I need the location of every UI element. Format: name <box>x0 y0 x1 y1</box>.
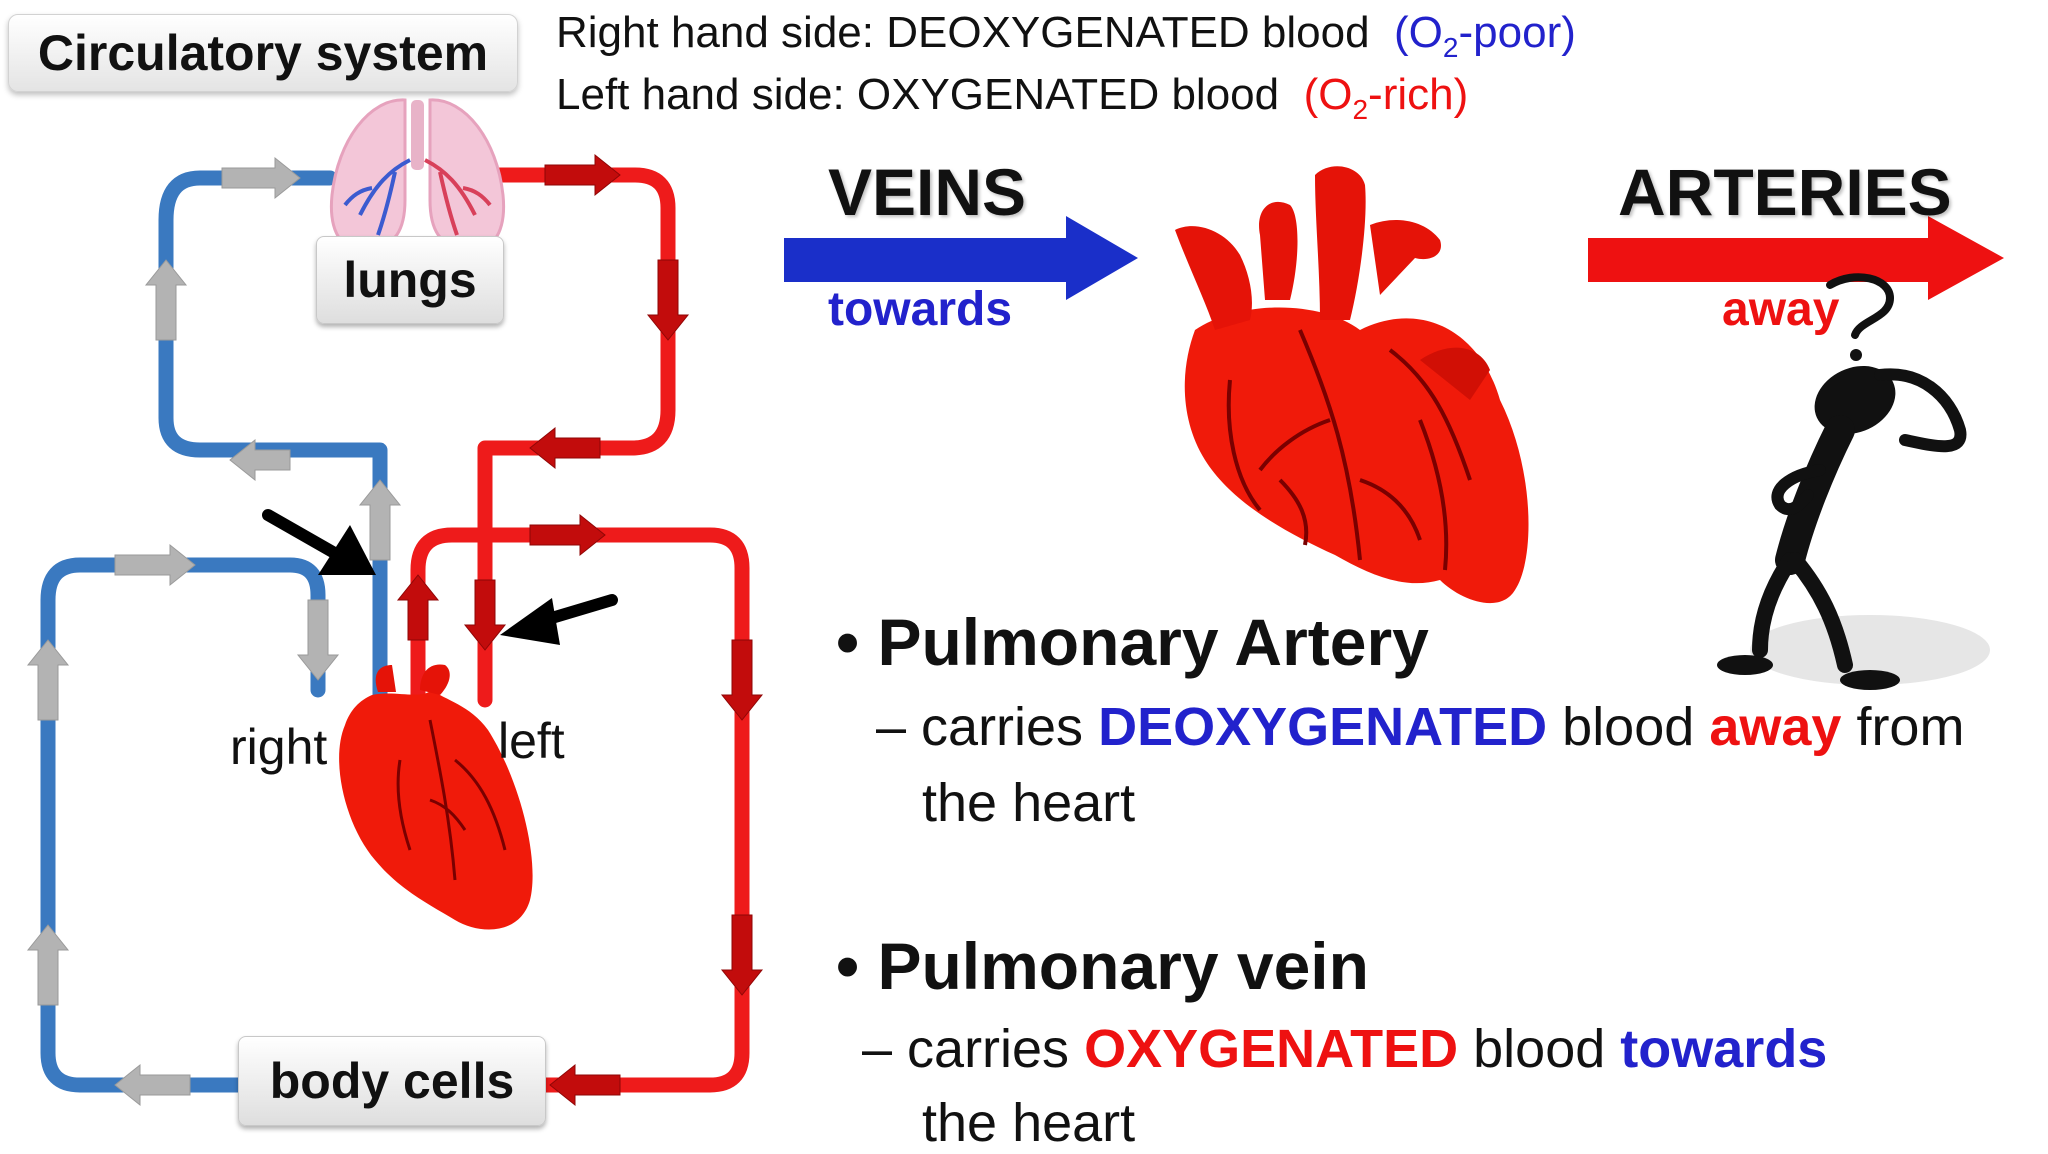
pulmonary-artery-line-1: – carries DEOXYGENATED blood away from <box>876 697 1965 757</box>
pulmonary-vein-bullet: • Pulmonary vein <box>836 929 1369 1003</box>
flow-arrow <box>549 1063 621 1107</box>
pulmonary-vein-line-1: – carries OXYGENATED blood towards <box>862 1019 1828 1079</box>
o2-poor-tag: (O2-poor) <box>1394 8 1576 63</box>
deoxygenated-keyword: DEOXYGENATED <box>1098 697 1548 757</box>
o2-rich-tag: (O2-rich) <box>1303 70 1469 125</box>
right-side-note: Right hand side: DEOXYGENATED blood (O2-… <box>556 8 1576 64</box>
flow-arrow <box>529 513 606 557</box>
flow-arrow <box>26 639 70 721</box>
thinking-figure-icon <box>1717 273 1990 690</box>
flow-arrow <box>463 579 507 651</box>
right-side-note-text: Right hand side: DEOXYGENATED blood <box>556 8 1370 57</box>
veins-arrow <box>784 216 1138 300</box>
pulmonary-artery-line-2: the heart <box>922 773 1136 833</box>
large-heart-icon <box>1175 166 1529 604</box>
diagram-heart-icon <box>339 664 533 930</box>
deoxygenated-flow-arrows <box>26 156 402 1107</box>
away-keyword: away <box>1709 697 1842 757</box>
body-cells-label: body cells <box>238 1036 546 1126</box>
flow-arrow <box>544 153 621 197</box>
flow-arrow <box>114 543 196 587</box>
pulmonary-artery-pointer <box>262 509 376 575</box>
flow-arrow <box>26 924 70 1006</box>
lungs-icon <box>329 98 506 253</box>
flow-arrow <box>144 259 188 341</box>
pulmonary-vein-pointer <box>500 594 618 645</box>
arteries-subtext: away <box>1722 283 1840 336</box>
flow-arrow <box>720 914 764 996</box>
oxygenated-keyword: OXYGENATED <box>1084 1019 1459 1079</box>
flow-arrow <box>396 574 440 641</box>
pulmonary-vein-title: Pulmonary vein <box>877 929 1369 1003</box>
left-side-label: left <box>498 713 565 769</box>
pointer-arrows <box>262 509 618 645</box>
left-side-note-text: Left hand side: OXYGENATED blood <box>556 70 1280 119</box>
pulmonary-vein-line-2: the heart <box>922 1093 1136 1153</box>
flow-arrow <box>229 438 291 482</box>
flow-arrow <box>646 259 690 341</box>
veins-heading: VEINS <box>828 155 1027 229</box>
flow-arrow <box>358 479 402 561</box>
oxygenated-pathway <box>410 167 750 1093</box>
left-side-note: Left hand side: OXYGENATED blood (O2-ric… <box>556 70 1468 126</box>
towards-keyword: towards <box>1620 1019 1828 1079</box>
flow-arrow <box>221 156 301 200</box>
flow-arrow <box>114 1063 191 1107</box>
veins-subtext: towards <box>828 283 1013 336</box>
pulmonary-artery-title: Pulmonary Artery <box>877 605 1429 679</box>
flow-arrow <box>529 426 601 470</box>
oxygenated-flow-arrows <box>396 153 764 1107</box>
pulmonary-artery-bullet: • Pulmonary Artery <box>836 605 1429 679</box>
arteries-heading: ARTERIES <box>1618 155 1952 229</box>
flow-arrow <box>720 639 764 721</box>
lungs-label: lungs <box>316 236 504 324</box>
page-title: Circulatory system <box>8 14 518 92</box>
arteries-arrow <box>1588 216 2004 300</box>
flow-arrow <box>296 599 340 681</box>
right-side-label: right <box>230 719 328 775</box>
